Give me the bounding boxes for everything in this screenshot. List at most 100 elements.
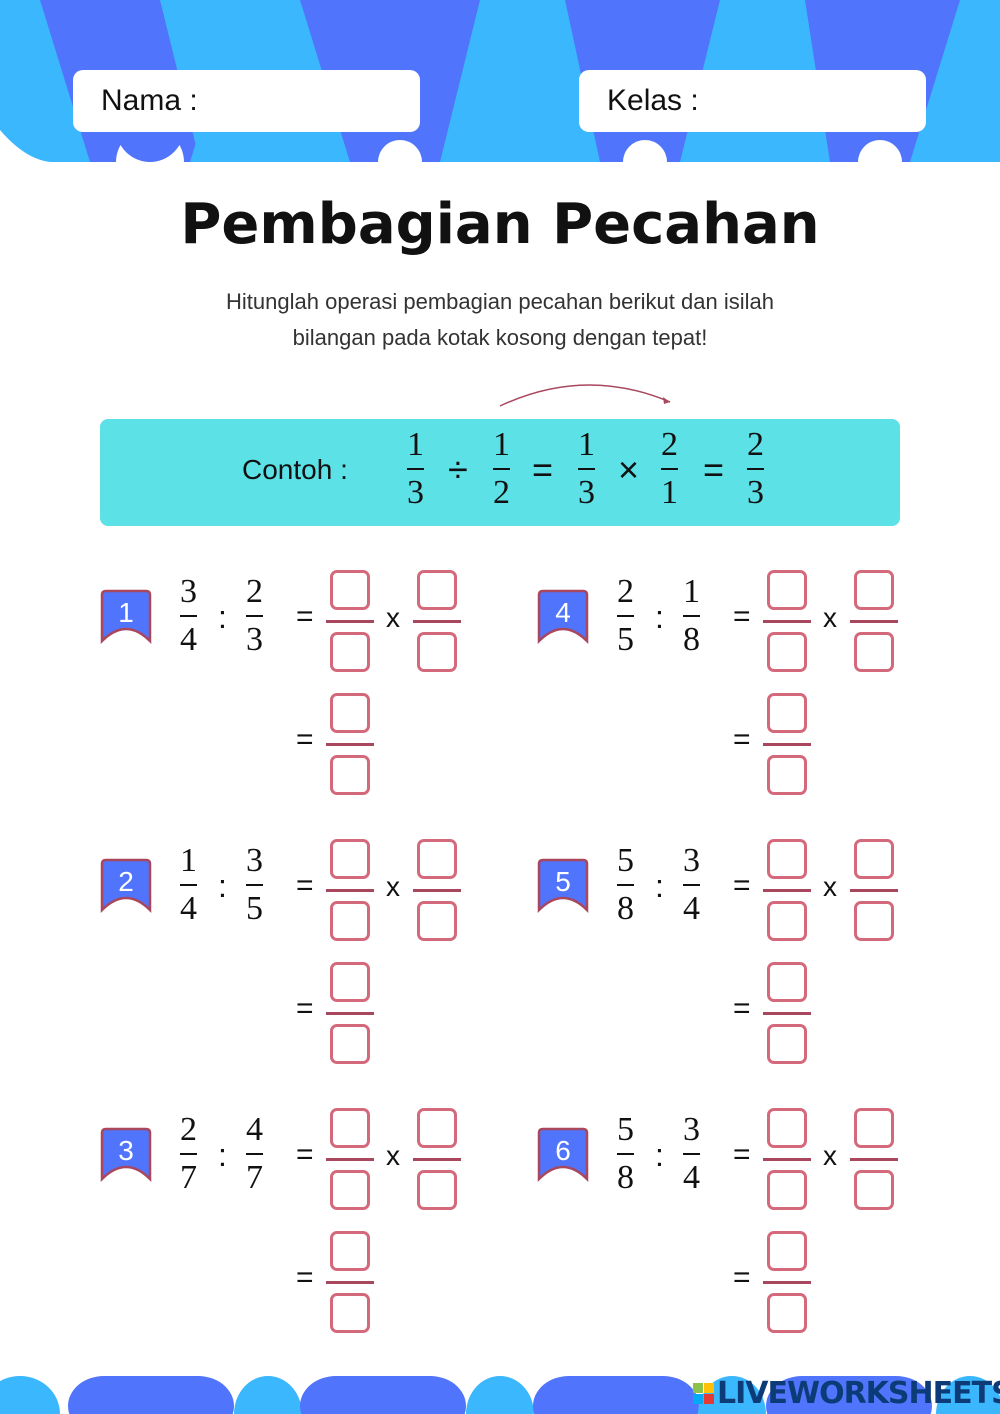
fraction-bar xyxy=(326,1158,374,1161)
example-operator: ÷ xyxy=(448,449,468,490)
name-label: Nama : xyxy=(101,84,198,117)
divide-symbol: : xyxy=(218,599,227,635)
divide-symbol: : xyxy=(655,1137,664,1173)
denominator-answer-box[interactable] xyxy=(767,901,807,941)
fraction-bar xyxy=(850,1158,898,1161)
fraction-bar xyxy=(763,743,811,746)
numerator-answer-box[interactable] xyxy=(330,570,370,610)
fraction-bar xyxy=(617,1153,634,1155)
page-title: Pembagian Pecahan xyxy=(180,192,820,257)
denominator: 3 xyxy=(246,621,263,658)
numerator-answer-box[interactable] xyxy=(330,1231,370,1271)
equals-symbol: = xyxy=(296,869,314,902)
denominator-answer-box[interactable] xyxy=(854,1170,894,1210)
liveworksheets-logo: LIVEWORKSHEETS xyxy=(693,1376,1000,1411)
fraction-bar xyxy=(326,1012,374,1015)
denominator: 4 xyxy=(180,621,197,658)
denominator-answer-box[interactable] xyxy=(767,755,807,795)
class-field[interactable]: Kelas : xyxy=(579,70,926,132)
denominator-answer-box[interactable] xyxy=(330,1024,370,1064)
equals-symbol: = xyxy=(733,1261,751,1294)
fraction-bar xyxy=(493,468,510,470)
fraction-bar xyxy=(683,1153,700,1155)
denominator: 1 xyxy=(661,474,678,511)
numerator: 1 xyxy=(407,426,424,463)
numerator-answer-box[interactable] xyxy=(854,1108,894,1148)
logo-icon xyxy=(693,1383,714,1404)
problem-number-badge: 5 xyxy=(537,858,589,914)
numerator-answer-box[interactable] xyxy=(854,839,894,879)
fraction-bar xyxy=(326,620,374,623)
problem-number: 1 xyxy=(118,597,134,628)
numerator-answer-box[interactable] xyxy=(417,1108,457,1148)
example-label: Contoh : xyxy=(242,454,348,485)
numerator-answer-box[interactable] xyxy=(330,693,370,733)
problem-number-badge: 4 xyxy=(537,589,589,645)
denominator-answer-box[interactable] xyxy=(330,1170,370,1210)
denominator: 7 xyxy=(246,1159,263,1196)
denominator: 7 xyxy=(180,1159,197,1196)
problem-number-badge: 2 xyxy=(100,858,152,914)
fraction-bar xyxy=(326,1281,374,1284)
equals-symbol: = xyxy=(296,600,314,633)
numerator-answer-box[interactable] xyxy=(330,1108,370,1148)
denominator-answer-box[interactable] xyxy=(330,755,370,795)
fraction-bar xyxy=(413,1158,461,1161)
denominator: 8 xyxy=(617,890,634,927)
numerator: 2 xyxy=(180,1111,197,1148)
denominator-answer-box[interactable] xyxy=(767,1293,807,1333)
denominator-answer-box[interactable] xyxy=(767,1170,807,1210)
denominator-answer-box[interactable] xyxy=(417,1170,457,1210)
numerator-answer-box[interactable] xyxy=(767,839,807,879)
divide-symbol: : xyxy=(218,1137,227,1173)
denominator: 8 xyxy=(617,1159,634,1196)
numerator-answer-box[interactable] xyxy=(767,962,807,1002)
denominator-answer-box[interactable] xyxy=(417,901,457,941)
problem-number: 3 xyxy=(118,1135,134,1166)
numerator-answer-box[interactable] xyxy=(767,1108,807,1148)
fraction-bar xyxy=(407,468,424,470)
instruction-line: Hitunglah operasi pembagian pecahan beri… xyxy=(226,289,774,314)
numerator: 1 xyxy=(180,842,197,879)
numerator-answer-box[interactable] xyxy=(767,693,807,733)
denominator-answer-box[interactable] xyxy=(330,901,370,941)
numerator-answer-box[interactable] xyxy=(330,839,370,879)
denominator-answer-box[interactable] xyxy=(767,1024,807,1064)
denominator-answer-box[interactable] xyxy=(330,632,370,672)
numerator-answer-box[interactable] xyxy=(767,1231,807,1271)
denominator-answer-box[interactable] xyxy=(854,632,894,672)
fraction-bar xyxy=(326,743,374,746)
equals-symbol: = xyxy=(296,1261,314,1294)
numerator: 5 xyxy=(617,1111,634,1148)
fraction-bar xyxy=(617,615,634,617)
numerator-answer-box[interactable] xyxy=(330,962,370,1002)
denominator-answer-box[interactable] xyxy=(767,632,807,672)
equals-symbol: = xyxy=(733,869,751,902)
times-symbol: x xyxy=(823,871,837,902)
numerator-answer-box[interactable] xyxy=(417,570,457,610)
divide-symbol: : xyxy=(655,868,664,904)
numerator-answer-box[interactable] xyxy=(854,570,894,610)
denominator-answer-box[interactable] xyxy=(330,1293,370,1333)
fraction-bar xyxy=(246,615,263,617)
denominator: 3 xyxy=(747,474,764,511)
numerator: 3 xyxy=(683,842,700,879)
denominator: 5 xyxy=(617,621,634,658)
divide-symbol: : xyxy=(218,868,227,904)
denominator-answer-box[interactable] xyxy=(417,632,457,672)
denominator: 4 xyxy=(683,1159,700,1196)
times-symbol: x xyxy=(386,871,400,902)
numerator-answer-box[interactable] xyxy=(417,839,457,879)
denominator-answer-box[interactable] xyxy=(854,901,894,941)
name-field[interactable]: Nama : xyxy=(73,70,420,132)
numerator-answer-box[interactable] xyxy=(767,570,807,610)
